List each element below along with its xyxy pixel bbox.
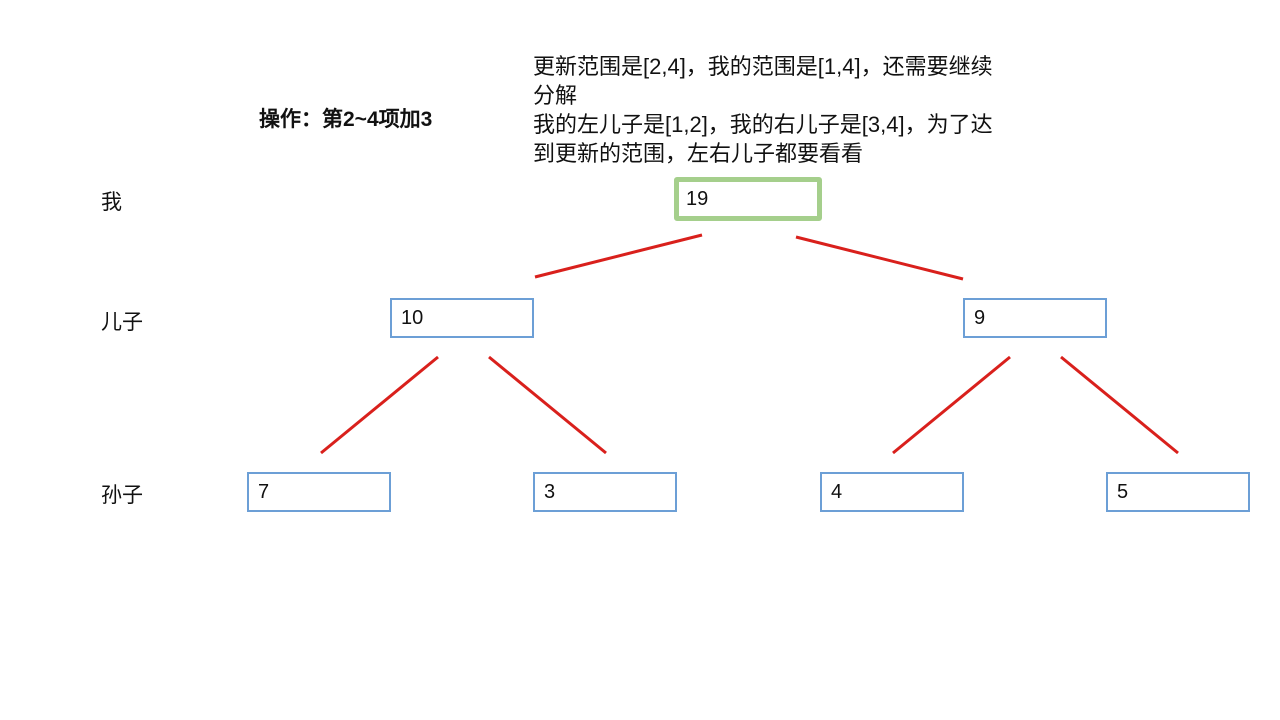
grandson-node-2: 3: [533, 472, 677, 512]
grandson-node-4: 5: [1106, 472, 1250, 512]
level-label-me: 我: [101, 191, 122, 214]
explanation-line: 更新范围是[2,4]，我的范围是[1,4]，还需要继续: [533, 54, 993, 79]
edge-left-gc2: [488, 355, 607, 455]
edge-right-gc3: [892, 355, 1011, 455]
root-node: 19: [674, 177, 822, 221]
right-son-node: 9: [963, 298, 1107, 338]
left-son-node: 10: [390, 298, 534, 338]
level-label-son: 儿子: [101, 311, 143, 334]
level-label-grandson: 孙子: [101, 484, 143, 507]
edge-root-left: [534, 233, 703, 279]
explanation-line: 到更新的范围，左右儿子都要看看: [533, 141, 864, 166]
edge-left-gc1: [320, 355, 439, 455]
edge-root-right: [795, 235, 964, 281]
grandson-node-3: 4: [820, 472, 964, 512]
explanation-text: 更新范围是[2,4]，我的范围是[1,4]，还需要继续 分解 我的左儿子是[1,…: [533, 52, 1053, 168]
grandson-node-1: 7: [247, 472, 391, 512]
operation-title: 操作：第2~4项加3: [259, 108, 433, 131]
explanation-line: 我的左儿子是[1,2]，我的右儿子是[3,4]，为了达: [533, 112, 993, 137]
edge-right-gc4: [1060, 355, 1179, 455]
explanation-line: 分解: [533, 83, 578, 108]
